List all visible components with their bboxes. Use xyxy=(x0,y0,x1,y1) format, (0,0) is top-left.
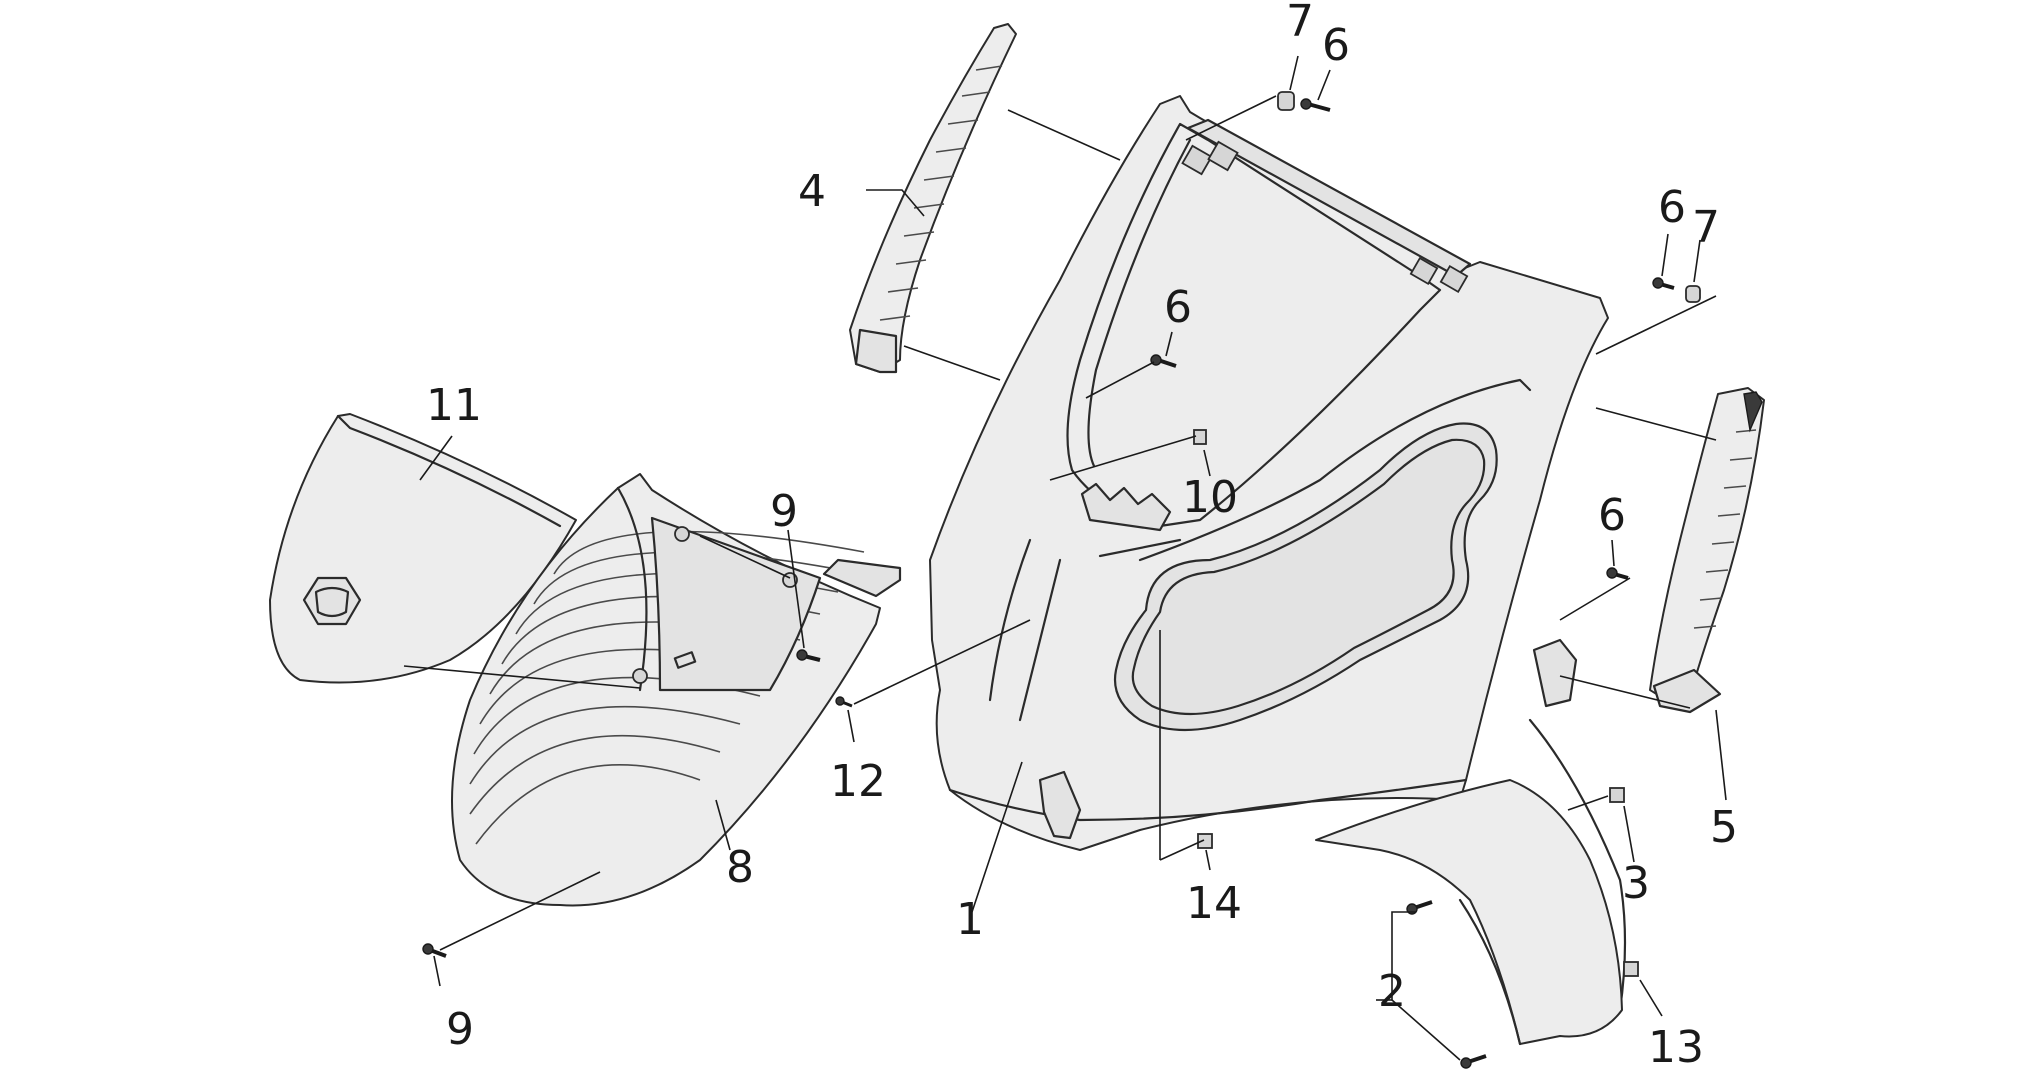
callout-4: 4 xyxy=(798,166,826,217)
callout-8: 8 xyxy=(726,842,754,893)
callout-12: 12 xyxy=(830,756,886,807)
callout-11: 11 xyxy=(426,380,482,431)
callout-9-mid: 9 xyxy=(770,486,798,537)
callout-2: 2 xyxy=(1378,966,1406,1017)
callout-10: 10 xyxy=(1182,472,1238,523)
callout-7-right: 7 xyxy=(1692,202,1720,253)
spacer-7-top xyxy=(1277,91,1295,111)
callout-6-top: 6 xyxy=(1322,20,1350,71)
leader-lines xyxy=(403,55,1727,1061)
callout-6-right-mid: 6 xyxy=(1598,490,1626,541)
part-11-cover xyxy=(269,413,577,684)
part-4-left-vent xyxy=(849,23,1017,374)
callout-13: 13 xyxy=(1648,1022,1704,1072)
part-1-front-shield xyxy=(929,95,1627,1046)
part-8-grille xyxy=(451,473,902,907)
callout-1: 1 xyxy=(956,894,984,945)
callout-6-mid: 6 xyxy=(1164,282,1192,333)
callout-7-top: 7 xyxy=(1286,0,1314,47)
part-5-right-vent xyxy=(1649,387,1765,714)
fasteners xyxy=(422,91,1701,1069)
callout-14: 14 xyxy=(1186,878,1242,929)
callout-6-right-top: 6 xyxy=(1658,182,1686,233)
callout-3: 3 xyxy=(1622,858,1650,909)
callout-5: 5 xyxy=(1710,802,1738,853)
callout-9-bottom: 9 xyxy=(446,1004,474,1055)
